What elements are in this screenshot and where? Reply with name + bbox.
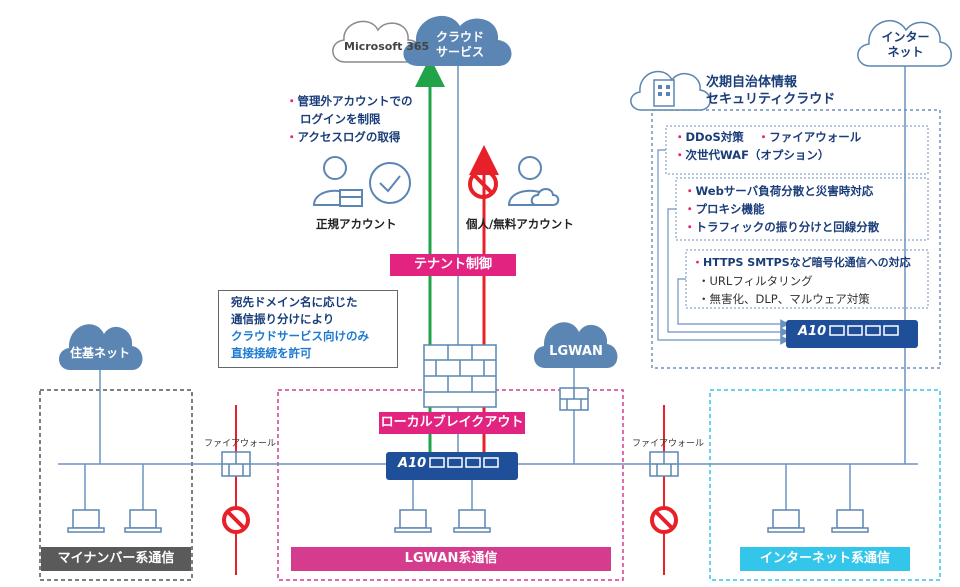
no-entry-icon-personal bbox=[468, 169, 498, 199]
personal-account-user-icon bbox=[507, 156, 560, 206]
security-cloud-panel bbox=[651, 109, 941, 369]
no-entry-icon-left bbox=[222, 506, 250, 534]
check-circle-icon bbox=[369, 162, 411, 204]
microsoft365-label: Microsoft 365 bbox=[344, 40, 430, 53]
no-entry-icon-right bbox=[650, 506, 678, 534]
lgwan-cloud-icon bbox=[533, 322, 618, 368]
local-breakout-label: ローカルブレイクアウト bbox=[379, 412, 525, 434]
zone-my-number-box bbox=[39, 389, 193, 581]
internet-cloud-icon bbox=[857, 19, 952, 67]
juki-net-cloud-icon bbox=[58, 324, 143, 370]
zone-lgwan-box bbox=[277, 389, 624, 581]
security-cloud-title: 次期自治体情報 セキュリティクラウド bbox=[706, 75, 836, 107]
firewall-icon-left bbox=[221, 451, 251, 477]
firewall-label-right: ファイアウォール bbox=[632, 439, 705, 449]
routing-callout: 宛先ドメイン名に応じた 通信振り分けにより クラウドサービス向けのみ 直接接続を… bbox=[218, 290, 398, 368]
juki-net-label: 住基ネット bbox=[69, 346, 130, 360]
personal-account-label: 個人/無料アカウント bbox=[466, 217, 574, 231]
firewall-icon-lgwan bbox=[559, 387, 589, 411]
cloud-service-label: クラウド サービス bbox=[435, 30, 484, 59]
lgwan-cloud-label: LGWAN bbox=[549, 344, 603, 359]
security-group-1: ・DDoS対策 ・ファイアウォール ・次世代WAF（オプション） bbox=[674, 130, 862, 162]
internet-cloud-label: インター ネット bbox=[881, 30, 930, 59]
a10-device-security-cloud bbox=[786, 320, 918, 348]
firewall-icon-central bbox=[423, 344, 497, 408]
security-group-3: ・HTTPS SMTPSなど暗号化通信への対応 ・URLフィルタリング ・無害化… bbox=[692, 256, 911, 306]
firewall-icon-right bbox=[649, 451, 679, 477]
a10-logo-security: A10 bbox=[798, 324, 827, 339]
a10-device-central bbox=[386, 452, 518, 480]
zone-lgwan-label: LGWAN系通信 bbox=[291, 547, 611, 571]
laptop-icon bbox=[67, 509, 869, 533]
tenant-control-label: テナント制御 bbox=[390, 254, 516, 276]
zone-internet-label: インターネット系通信 bbox=[740, 547, 910, 571]
zone-my-number-label: マイナンバー系通信 bbox=[41, 547, 191, 571]
cloud-service-cloud-icon bbox=[403, 15, 512, 66]
zone-internet-box bbox=[709, 389, 941, 581]
regular-account-user-icon bbox=[312, 156, 363, 207]
regular-account-label: 正規アカウント bbox=[316, 217, 397, 231]
cloud-features-list: ・管理外アカウントでの ログインを制限 ・アクセスログの取得 bbox=[286, 94, 413, 144]
firewall-label-left: ファイアウォール bbox=[204, 439, 277, 449]
security-cloud-icon bbox=[630, 70, 711, 111]
security-group-2: ・Webサーバ負荷分散と災害時対応 ・プロキシ機能 ・トラフィックの振り分けと回… bbox=[684, 184, 880, 234]
a10-logo-central: A10 bbox=[398, 456, 427, 471]
